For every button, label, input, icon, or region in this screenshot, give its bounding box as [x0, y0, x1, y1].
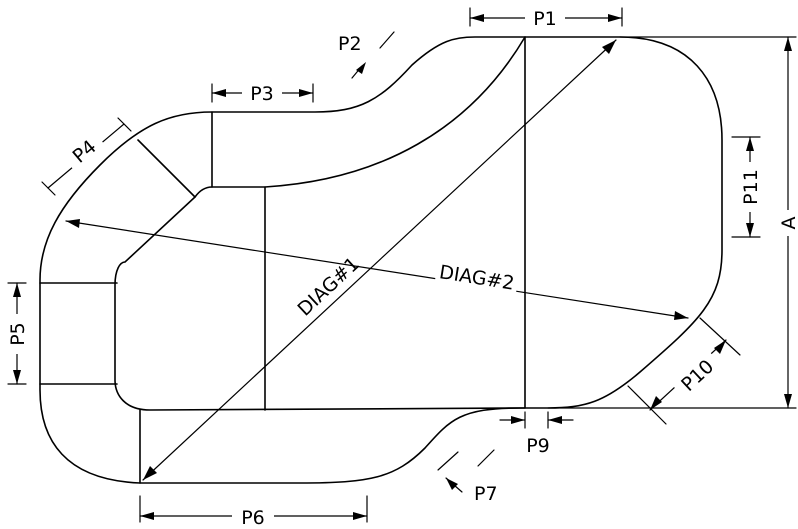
diag1-label: DIAG#1	[294, 253, 364, 321]
p5-arrow-top	[13, 283, 21, 297]
p9-arrow-left	[511, 416, 525, 424]
p7-tick-b	[477, 449, 495, 467]
pool-outline	[39, 36, 723, 484]
p1-label: P1	[533, 8, 557, 30]
p11-arrow-bottom	[746, 223, 754, 237]
p11-arrow-top	[746, 137, 754, 151]
diag1-line	[142, 39, 617, 481]
p7-arrow	[446, 478, 458, 490]
diag2-arrow-end	[674, 311, 688, 320]
p6-arrow-right	[353, 512, 367, 520]
p10-arrow-b	[650, 396, 662, 410]
inner-outline	[114, 36, 526, 411]
diag1-arrow-end	[602, 40, 616, 54]
p4-ext-b	[117, 117, 132, 132]
diag1-arrow-start	[143, 466, 157, 480]
p7-label: P7	[474, 483, 498, 505]
p9-label: P9	[526, 435, 550, 457]
p3-arrow-left	[212, 89, 226, 97]
diag2-label: DIAG#2	[438, 261, 516, 295]
p3-label: P3	[250, 83, 274, 105]
a-label: A	[778, 217, 798, 230]
p10-ext-a	[699, 317, 741, 356]
p1-arrow-left	[470, 14, 484, 22]
p7-tick-a	[437, 451, 459, 471]
diag2-line	[65, 220, 689, 319]
p6-label: P6	[241, 507, 265, 529]
p3-arrow-right	[299, 89, 313, 97]
p2-tick-a	[379, 31, 395, 49]
p9-arrow-right	[548, 416, 562, 424]
a-arrow-bottom	[784, 394, 792, 408]
p11-label: P11	[740, 169, 762, 205]
a-arrow-top	[784, 37, 792, 51]
p10-arrow-a	[714, 340, 726, 354]
p10-ext-b	[627, 385, 667, 425]
p2-label: P2	[338, 33, 362, 55]
diag2-arrow-start	[66, 219, 80, 228]
p5-arrow-bottom	[13, 370, 21, 384]
p5-label: P5	[7, 322, 29, 346]
section-line-p4	[137, 139, 196, 198]
p4-ext-a	[41, 181, 56, 196]
p1-arrow-right	[608, 14, 622, 22]
p2-arrow	[356, 62, 366, 74]
p6-arrow-left	[140, 512, 154, 520]
